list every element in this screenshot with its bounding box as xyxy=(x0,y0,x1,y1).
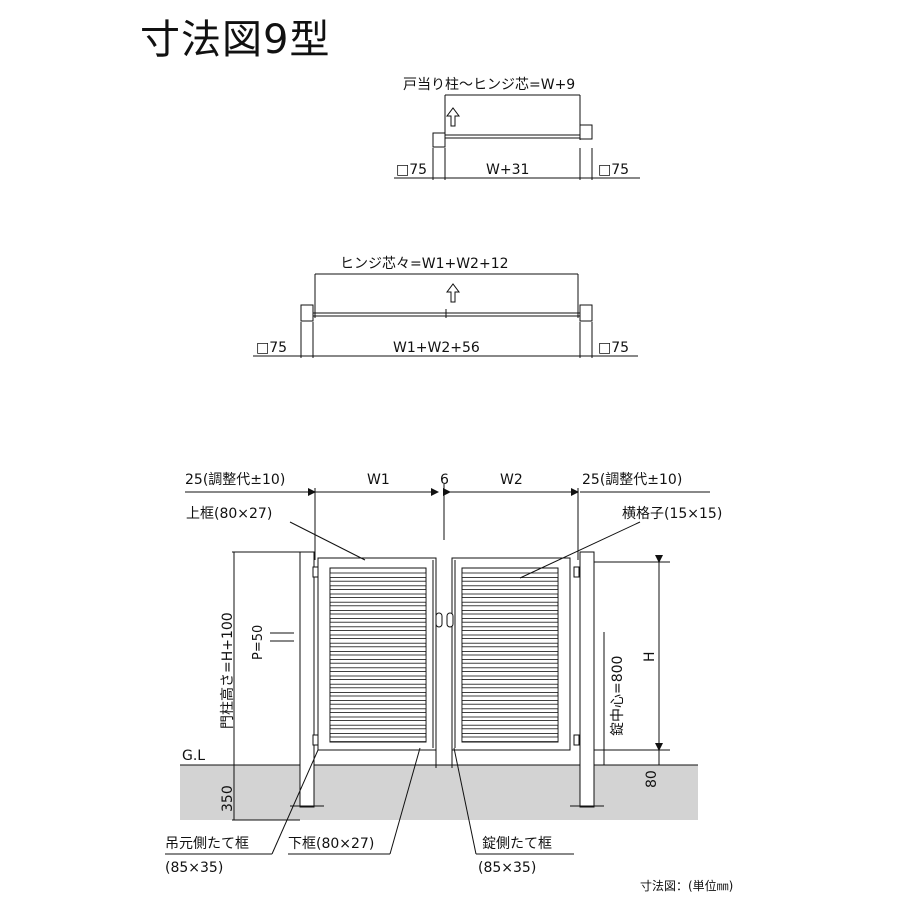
single-width-label: W+31 xyxy=(486,162,529,178)
slat xyxy=(461,605,559,611)
slat xyxy=(329,671,427,677)
lock-post xyxy=(579,551,595,808)
hinge-post xyxy=(299,551,315,808)
slat xyxy=(461,695,559,701)
slat xyxy=(329,703,427,710)
slat xyxy=(461,572,559,578)
slat xyxy=(461,638,559,644)
slat xyxy=(329,580,427,587)
single-hinge-dimension-label: 戸当り柱～ヒンジ芯=W+9 xyxy=(403,77,575,93)
slat-label: 横格子(15×15) xyxy=(622,506,722,522)
adjust-left-label: 25(調整代±10) xyxy=(185,472,285,488)
single-post-left-label: □75 xyxy=(396,162,427,178)
double-post-right-label: □75 xyxy=(598,340,629,356)
slat xyxy=(461,613,559,619)
hinge-stile-size-label: (85×35) xyxy=(165,860,223,876)
gap-label: 6 xyxy=(440,472,449,488)
double-width-label: W1+W2+56 xyxy=(393,340,480,356)
handle-right xyxy=(446,612,454,628)
double-hinge-dimension-label: ヒンジ芯々=W1+W2+12 xyxy=(340,256,509,272)
w1-label: W1 xyxy=(367,472,390,488)
double-post-left-label: □75 xyxy=(256,340,287,356)
height-h-label: H xyxy=(642,651,658,662)
depth-350-label: 350 xyxy=(220,785,236,812)
horizontal-slats xyxy=(329,572,559,742)
slat xyxy=(329,720,427,726)
hinge-stile-label: 吊元側たて框 xyxy=(165,836,249,852)
slat xyxy=(329,613,427,619)
adjust-right-label: 25(調整代±10) xyxy=(582,472,682,488)
lock-stile-label: 錠側たて框 xyxy=(482,836,552,852)
top-frame-label: 上框(80×27) xyxy=(186,506,272,522)
unit-note: 寸法図：(単位㎜) xyxy=(640,878,733,893)
bottom-frame-label: 下框(80×27) xyxy=(288,836,374,852)
handle-left xyxy=(435,612,443,628)
slat xyxy=(329,621,427,628)
single-gate-plan: 戸当り柱～ヒンジ芯=W+9 □75 W+31 □75 xyxy=(394,77,640,180)
slat xyxy=(329,589,427,595)
post-right xyxy=(579,304,593,322)
lock-center-label: 錠中心=800 xyxy=(610,656,626,736)
slat xyxy=(461,687,559,693)
slat xyxy=(329,638,427,644)
slat xyxy=(461,662,559,669)
slat xyxy=(329,695,427,701)
slat xyxy=(461,621,559,628)
slat xyxy=(461,630,559,636)
slat xyxy=(461,679,559,685)
swing-direction-icon xyxy=(446,283,460,303)
slat xyxy=(329,597,427,603)
post-left xyxy=(432,132,446,148)
slat xyxy=(461,703,559,710)
slat xyxy=(461,728,559,734)
gl-label: G.L xyxy=(182,748,205,764)
slat xyxy=(461,589,559,595)
post-left xyxy=(300,304,314,322)
slat xyxy=(461,580,559,587)
slat xyxy=(329,646,427,652)
ground-area xyxy=(180,765,698,820)
slat xyxy=(329,687,427,693)
slat xyxy=(461,654,559,660)
slat xyxy=(329,654,427,660)
page-title: 寸法図9型 xyxy=(140,17,331,63)
slat xyxy=(461,671,559,677)
post-height-label: 門柱高さ=H+100 xyxy=(219,612,236,729)
slat xyxy=(329,712,427,718)
post-right xyxy=(579,124,593,140)
slat xyxy=(329,605,427,611)
single-post-right-label: □75 xyxy=(598,162,629,178)
slat xyxy=(461,597,559,603)
slat xyxy=(329,736,427,742)
swing-direction-icon xyxy=(446,107,460,127)
pitch-label: P=50 xyxy=(251,625,266,660)
lock-stile-size-label: (85×35) xyxy=(478,860,536,876)
slat xyxy=(461,736,559,742)
w2-label: W2 xyxy=(500,472,523,488)
slat xyxy=(329,572,427,578)
slat xyxy=(461,646,559,652)
slat xyxy=(461,712,559,718)
slat xyxy=(329,679,427,685)
slat xyxy=(329,662,427,669)
gate-elevation: G.L 25(調整代±10) W1 6 W2 25(調整代±10) xyxy=(165,472,733,893)
depth-80-label: 80 xyxy=(644,770,660,788)
double-gate-plan: ヒンジ芯々=W1+W2+12 □75 W1+W2+56 □75 xyxy=(253,256,638,358)
slat xyxy=(329,630,427,636)
slat xyxy=(461,720,559,726)
slat xyxy=(329,728,427,734)
